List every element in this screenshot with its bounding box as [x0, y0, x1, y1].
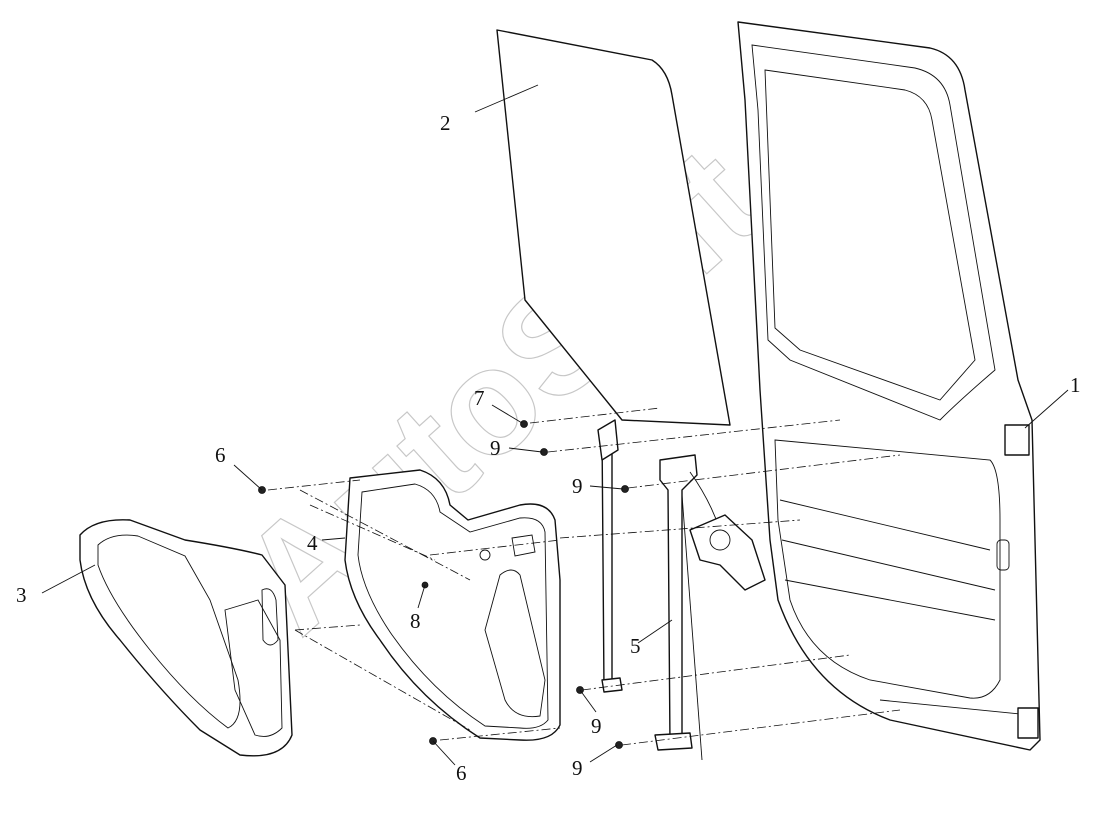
callout-9-a: 9	[490, 436, 501, 460]
callout-1: 1	[1070, 373, 1081, 397]
glass-guide-channel	[597, 419, 623, 693]
window-glass	[496, 29, 731, 426]
callout-3: 3	[16, 583, 27, 607]
callout-2: 2	[440, 111, 451, 135]
callout-9-d: 9	[572, 756, 583, 780]
callout-7: 7	[474, 386, 485, 410]
callout-9-c: 9	[591, 714, 602, 738]
callout-9-b: 9	[572, 474, 583, 498]
assembly-lines	[267, 407, 901, 746]
callout-6-top: 6	[215, 443, 226, 467]
callout-4: 4	[307, 531, 318, 555]
door-trim-panel	[344, 469, 561, 741]
insulation-panel	[79, 519, 293, 757]
window-regulator	[654, 454, 766, 761]
callout-6-bottom: 6	[456, 761, 467, 785]
bolt-9-d	[615, 741, 623, 749]
callout-8: 8	[410, 609, 421, 633]
leader-lines	[41, 84, 1069, 766]
callout-5: 5	[630, 634, 641, 658]
door-shell	[737, 21, 1041, 751]
nut-7	[520, 420, 528, 428]
